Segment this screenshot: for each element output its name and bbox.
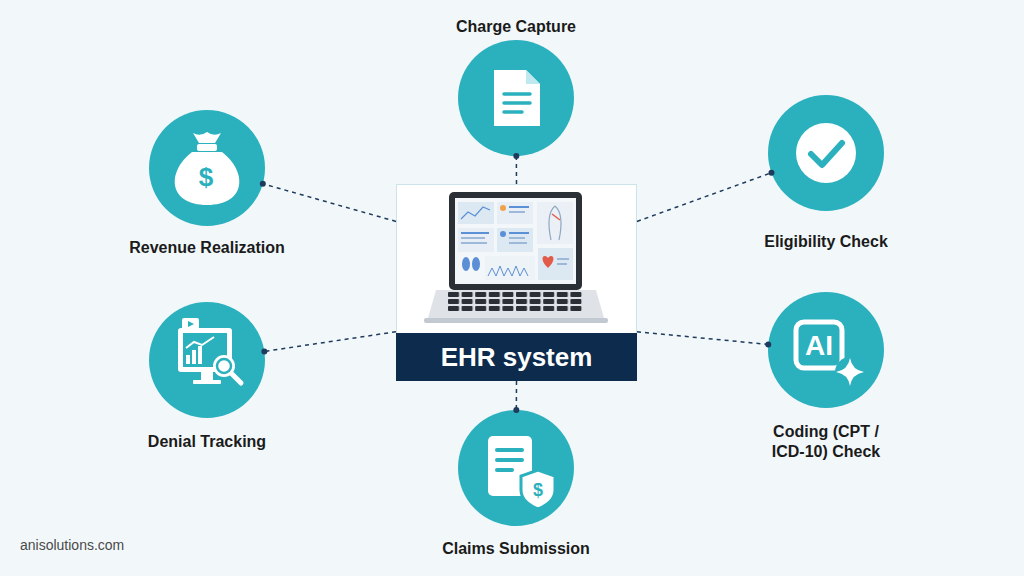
dashed-connector xyxy=(264,332,396,352)
system-title: EHR system xyxy=(396,333,637,381)
circle-outline xyxy=(149,110,265,226)
process-circle: Denial Tracking xyxy=(149,302,265,418)
claim-document-icon xyxy=(488,436,555,509)
monitor-icon xyxy=(178,318,241,384)
dashed-connector xyxy=(637,173,771,222)
connector-dot xyxy=(261,348,267,354)
dashed-connector xyxy=(263,184,396,222)
node-label: Charge Capture xyxy=(406,17,626,37)
dashed-connector xyxy=(516,156,518,184)
dashed-connector xyxy=(516,381,518,410)
node-label: Coding (CPT / ICD-10) Check xyxy=(756,422,896,462)
node-label: Denial Tracking xyxy=(97,432,317,452)
document-icon xyxy=(494,70,540,126)
connector-dot xyxy=(260,181,266,187)
system-panel: EHR system xyxy=(396,184,637,381)
circle-fill xyxy=(768,292,884,408)
process-circle: Claims Submission xyxy=(458,410,574,526)
circle-fill xyxy=(149,110,265,226)
process-circle: Eligibility Check xyxy=(768,95,884,211)
circle-outline xyxy=(149,302,265,418)
circle-outline xyxy=(768,95,884,211)
connector-dot xyxy=(765,341,771,347)
dashed-connector xyxy=(637,332,768,345)
circle-fill xyxy=(458,40,574,156)
process-circle: Revenue Realization xyxy=(149,110,265,226)
node-label: Claims Submission xyxy=(406,539,626,559)
circle-fill xyxy=(458,410,574,526)
process-circle: Charge Capture xyxy=(458,40,574,156)
process-circle: Coding (CPT / ICD-10) Check xyxy=(768,292,884,408)
ai-icon xyxy=(796,322,865,387)
circle-outline xyxy=(458,410,574,526)
connector-dot xyxy=(513,153,519,159)
circle-outline xyxy=(768,292,884,408)
check-icon xyxy=(796,123,856,183)
connector-dot xyxy=(768,170,774,176)
circle-outline xyxy=(458,40,574,156)
node-label: Revenue Realization xyxy=(97,238,317,258)
circle-fill xyxy=(149,302,265,418)
node-label: Eligibility Check xyxy=(716,232,936,252)
circle-fill xyxy=(768,95,884,211)
money-bag-icon xyxy=(175,132,240,205)
connector-dot xyxy=(513,407,519,413)
watermark: anisolutions.com xyxy=(20,537,124,553)
laptop-illustration xyxy=(424,192,608,323)
